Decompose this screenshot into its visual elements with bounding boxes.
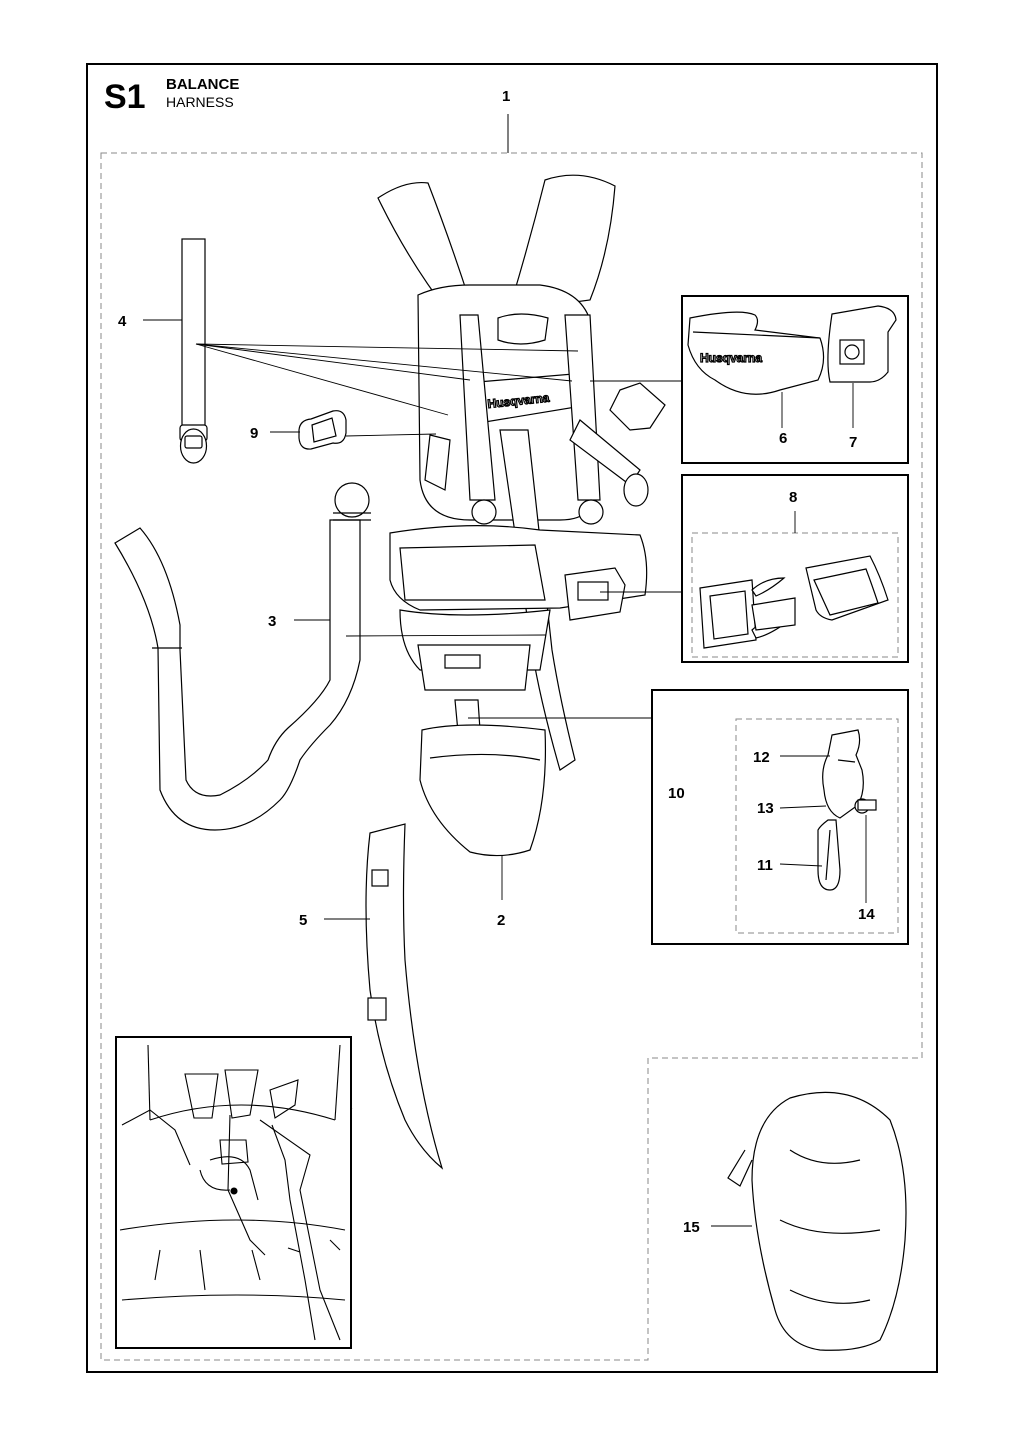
detail-box-10 [651,689,909,945]
part-9-slider [298,410,347,450]
callout-11: 11 [757,857,773,874]
part-6-plate: Husqvarna [687,311,825,395]
section-title-line2: HARNESS [166,94,234,110]
callout-1: 1 [502,88,510,105]
callout-9: 9 [250,425,258,442]
callout-4: 4 [118,313,127,330]
callout-10: 10 [668,785,685,802]
callout-7: 7 [849,434,857,451]
part-1-main-harness: Husqvarna [377,174,666,857]
callout-2: 2 [497,912,505,929]
part-8-buckle-female [805,555,889,621]
part-10-hook-assembly [817,729,877,891]
part-5-back-pad [365,823,444,1170]
page-frame [86,63,938,1373]
callout-8: 8 [789,489,797,506]
detail-inset-back [115,1036,352,1349]
section-code: S1 [104,78,146,116]
leader-lines [143,319,752,1227]
callout-labels: 1 2 3 4 5 6 7 8 9 10 11 12 13 14 15 [118,88,875,1236]
callout-5: 5 [299,912,307,929]
part-15-bag [727,1091,907,1351]
callout-12: 12 [753,749,770,766]
callout-13: 13 [757,800,774,817]
part-6-logo: Husqvarna [700,351,762,365]
section-header: S1 BALANCE HARNESS [104,76,239,116]
detail-box-6-7: Husqvarna [681,295,909,464]
part-7-clip [827,305,897,383]
callout-6: 6 [779,430,787,447]
part-4-strap [179,238,208,464]
callout-15: 15 [683,1219,700,1236]
callout-3: 3 [268,613,276,630]
callout-14: 14 [858,906,875,923]
detail-box-8 [681,474,909,663]
section-title-line1: BALANCE [166,76,239,93]
part-3-bent-strap [114,482,371,831]
part-8-buckle-male [699,577,796,649]
